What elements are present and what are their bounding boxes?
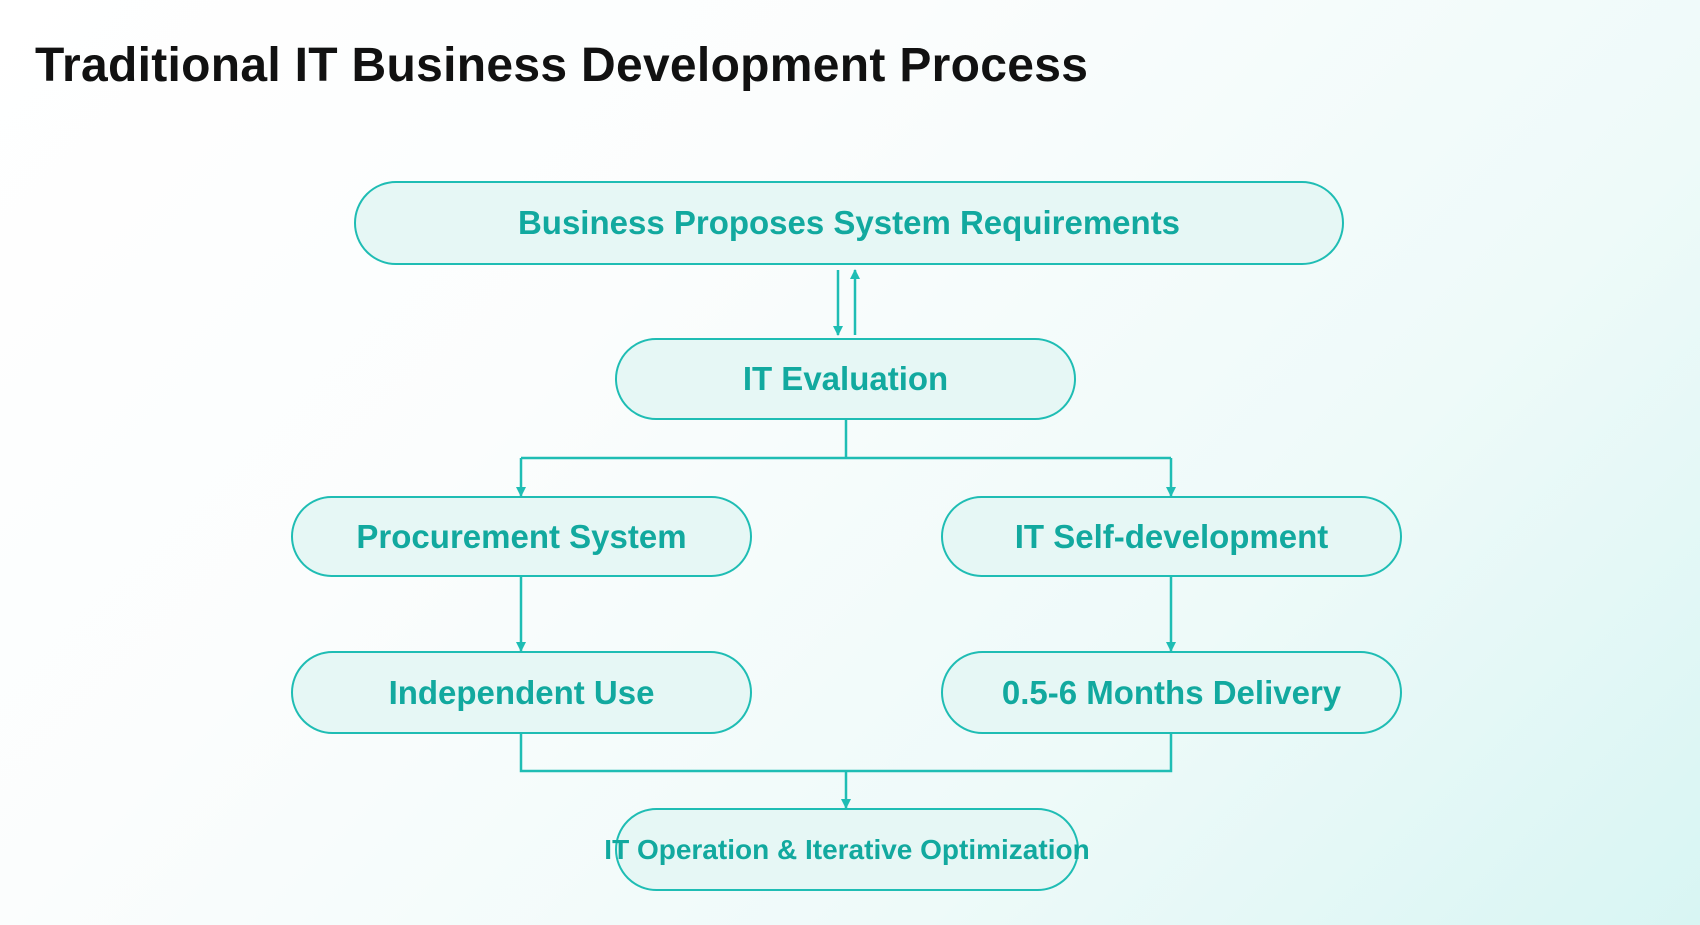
node-it-operation: IT Operation & Iterative Optimization [604, 808, 1090, 891]
node-it-self-development-label: IT Self-development [1014, 517, 1329, 555]
node-procurement-system-label: Procurement System [356, 517, 687, 555]
node-it-operation-label: IT Operation & Iterative Optimization [604, 833, 1090, 865]
node-business-requirements: Business Proposes System Requirements [354, 181, 1344, 265]
node-it-evaluation: IT Evaluation [615, 338, 1076, 420]
node-it-evaluation-label: IT Evaluation [742, 360, 949, 397]
node-independent-use-label: Independent Use [388, 673, 655, 711]
page-title: Traditional IT Business Development Proc… [35, 39, 1089, 92]
node-independent-use: Independent Use [291, 651, 752, 734]
node-months-delivery-label: 0.5-6 Months Delivery [1001, 673, 1342, 711]
node-months-delivery: 0.5-6 Months Delivery [941, 651, 1402, 734]
node-it-self-development: IT Self-development [941, 496, 1402, 577]
connector-merge [519, 734, 1173, 773]
node-business-requirements-label: Business Proposes System Requirements [517, 204, 1181, 241]
node-procurement-system: Procurement System [291, 496, 752, 577]
